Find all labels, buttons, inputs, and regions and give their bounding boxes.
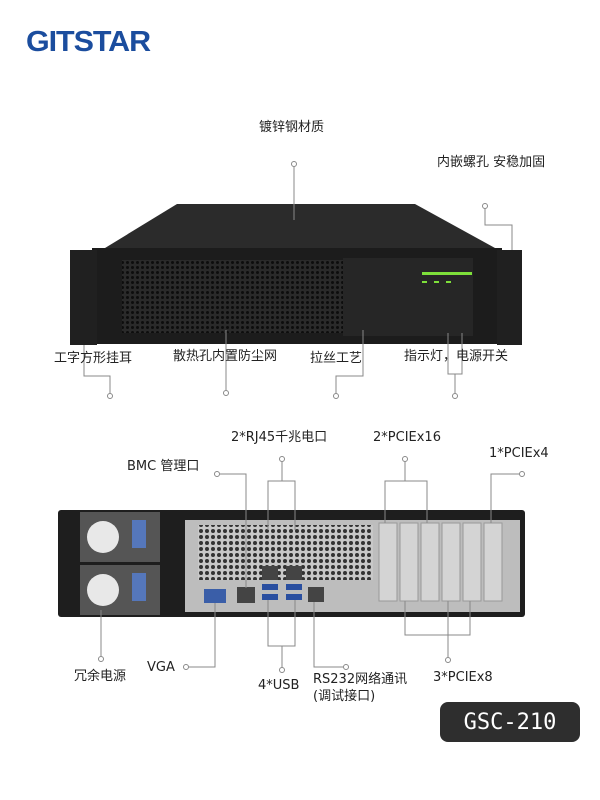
usb-port [286,584,302,590]
label-pcie16: 2*PCIEx16 [373,430,441,445]
label-material: 镀锌钢材质 [259,120,325,135]
usb-port [262,584,278,590]
label-rj45: 2*RJ45千兆电口 [231,430,328,445]
led-indicator [446,281,451,283]
pcie-slot [399,522,419,602]
psu-fan-icon [87,574,119,606]
label-rs232-note: (调试接口) [313,689,376,704]
label-indicator: 指示灯，电源开关 [404,349,509,364]
pcie-slot [483,522,503,602]
label-screw: 内嵌螺孔 安稳加固 [437,155,546,170]
left-ear [70,250,97,345]
pcie-slot [378,522,398,602]
brushed-panel [343,258,473,336]
label-vent: 散热孔内置防尘网 [173,349,278,364]
led-bar [422,272,472,275]
rs232-port [308,587,324,602]
pcie-slots [378,522,503,602]
rj45-port [286,566,302,580]
rj45-port [262,566,278,580]
usb-port [286,594,302,600]
front-chassis [70,204,522,345]
led-indicator [434,281,439,283]
label-bmc: BMC 管理口 [127,459,200,474]
vent-grille [122,260,343,333]
pcie-slot [441,522,461,602]
right-ear [497,250,522,345]
label-brushed: 拉丝工艺 [310,351,363,366]
label-rs232: RS232网络通讯 [313,672,408,687]
label-ear: 工字方形挂耳 [54,351,133,366]
front-callout-lines [83,161,513,399]
label-usb: 4*USB [258,678,300,693]
vga-port [204,589,226,603]
psu-handle [132,573,146,601]
rear-callout-lines [98,456,525,673]
bmc-port [237,587,255,603]
gitstar-logo: GITSTAR [26,26,151,58]
label-psu: 冗余电源 [74,669,127,684]
psu-handle [132,520,146,548]
usb-port [262,594,278,600]
rear-vent [198,525,373,580]
label-vga: VGA [147,660,175,675]
label-pcie8: 3*PCIEx8 [433,670,493,685]
led-indicator [422,281,427,283]
pcie-slot [420,522,440,602]
label-pcie4: 1*PCIEx4 [489,446,549,461]
model-badge: GSC-210 [440,702,580,742]
pcie-slot [462,522,482,602]
rear-chassis [58,510,525,617]
psu-fan-icon [87,521,119,553]
chassis-top [105,204,495,248]
